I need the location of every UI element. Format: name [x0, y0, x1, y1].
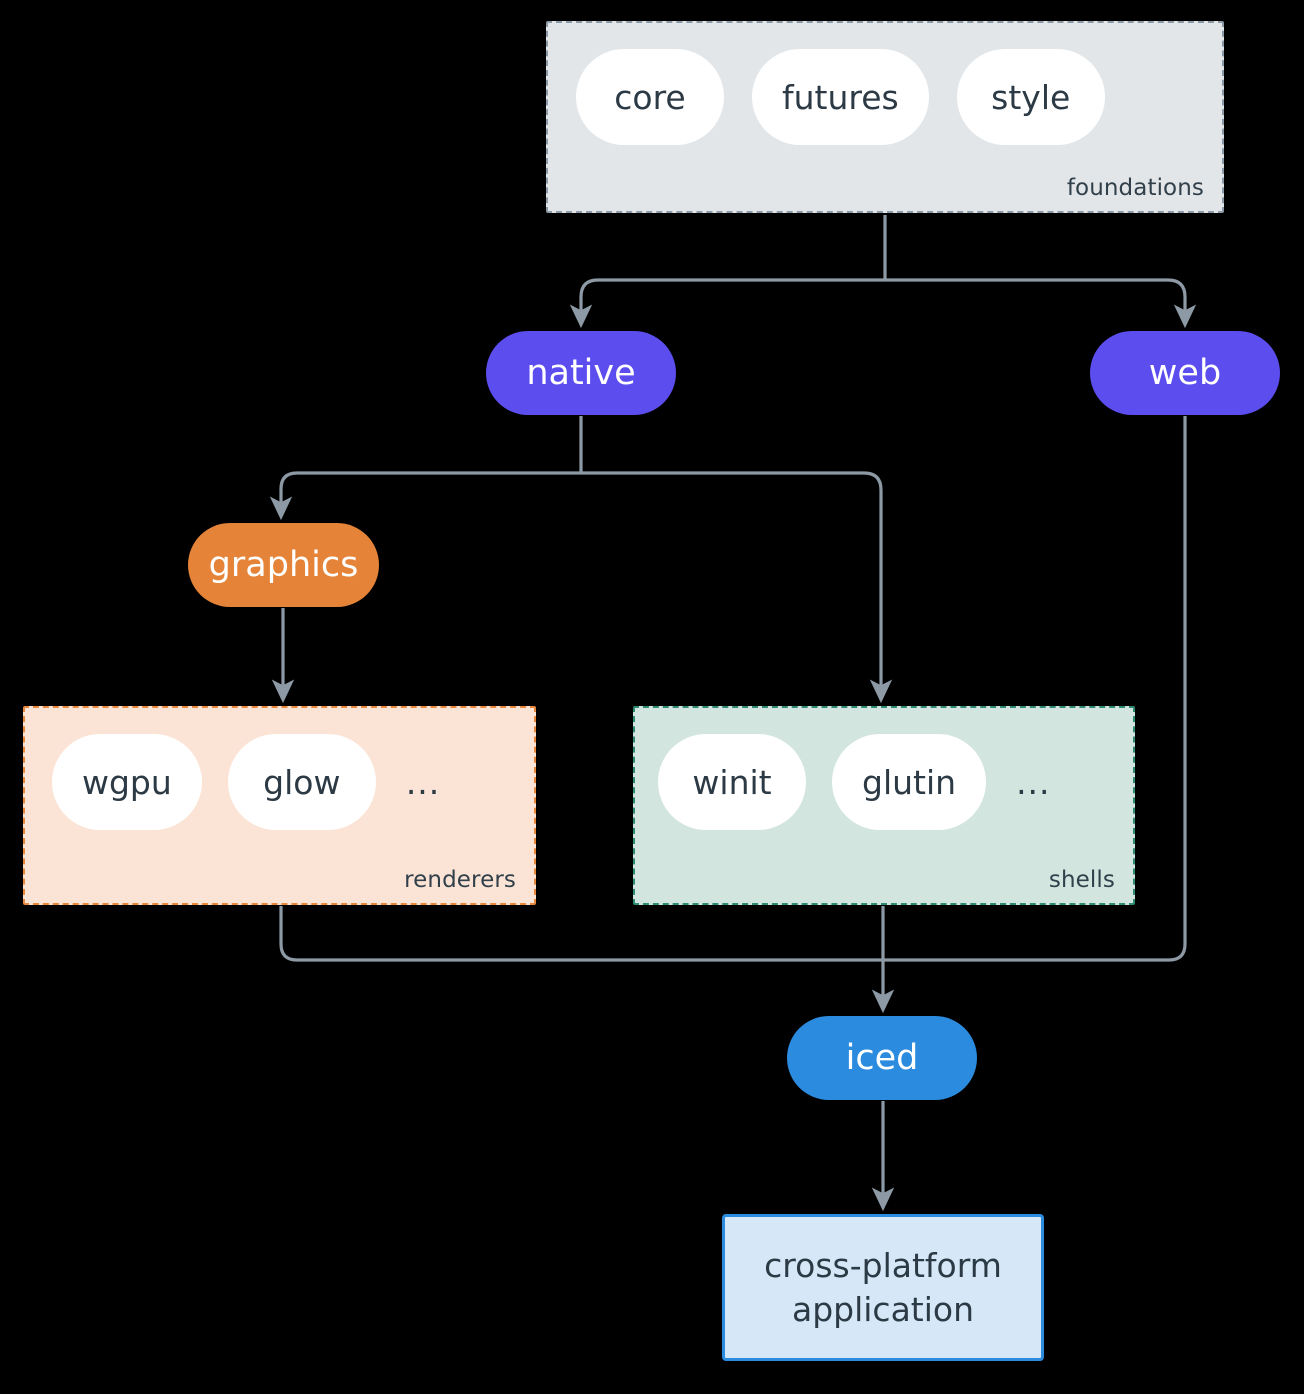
shells-ellipsis: ... — [1016, 762, 1051, 802]
node-native[interactable]: native — [486, 331, 676, 415]
group-renderers: wgpu glow ... renderers — [23, 706, 536, 905]
edge-native-graphics — [269, 471, 581, 521]
member-futures[interactable]: futures — [752, 49, 929, 145]
group-shells-label: shells — [1048, 867, 1115, 893]
group-foundations-label: foundations — [1066, 175, 1204, 201]
group-shells: winit glutin ... shells — [633, 706, 1135, 905]
group-renderers-label: renderers — [404, 867, 516, 893]
group-foundations: core futures style foundations — [546, 21, 1224, 213]
member-winit[interactable]: winit — [658, 734, 806, 830]
node-web[interactable]: web — [1090, 331, 1280, 415]
member-style[interactable]: style — [956, 49, 1105, 145]
member-glow[interactable]: glow — [227, 734, 376, 830]
node-cross-platform-application[interactable]: cross-platform application — [722, 1214, 1044, 1361]
node-iced[interactable]: iced — [787, 1016, 977, 1100]
edge-foundations-native — [569, 278, 885, 329]
renderers-ellipsis: ... — [405, 762, 441, 802]
application-label-line2: application — [791, 1289, 975, 1329]
edge-renderers-iced — [279, 906, 885, 962]
group-shells-members: winit glutin ... — [635, 708, 1133, 903]
member-core[interactable]: core — [576, 49, 724, 145]
application-label-line1: cross-platform — [764, 1245, 1002, 1285]
node-graphics[interactable]: graphics — [188, 523, 379, 607]
edge-native-shells — [581, 471, 893, 704]
member-wgpu[interactable]: wgpu — [52, 734, 202, 830]
edge-foundations-web — [885, 278, 1197, 329]
group-renderers-members: wgpu glow ... — [25, 708, 534, 903]
group-foundations-members: core futures style — [548, 23, 1222, 211]
member-glutin[interactable]: glutin — [832, 734, 987, 830]
